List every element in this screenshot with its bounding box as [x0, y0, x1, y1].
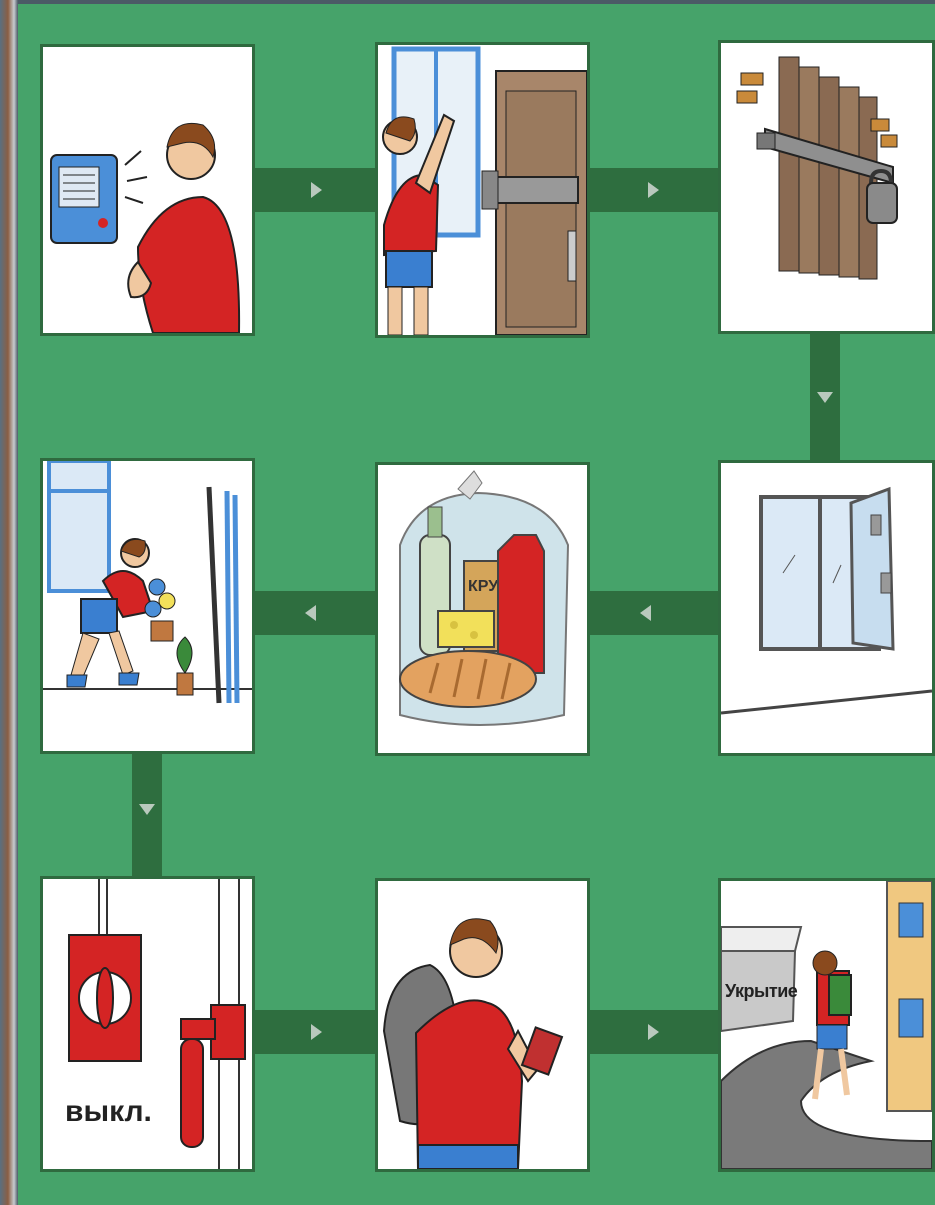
- arrow-down-icon: [139, 804, 155, 815]
- connector-6-7: [132, 752, 162, 877]
- panel-lock-boards: [718, 40, 935, 334]
- connector-4-5: [588, 591, 718, 635]
- arrow-right-icon: [311, 1024, 322, 1040]
- panel-close-door: [375, 42, 590, 338]
- panel-food-supplies: КРУ: [375, 462, 590, 756]
- panel-move-plants: [40, 458, 255, 754]
- connector-5-6: [253, 591, 378, 635]
- arrow-right-icon: [648, 1024, 659, 1040]
- arrow-left-icon: [305, 605, 316, 621]
- arrow-right-icon: [311, 182, 322, 198]
- switch-off-label: выкл.: [65, 1095, 152, 1129]
- panel-listen-alarm: [40, 44, 255, 336]
- food-bag-illustration: КРУ: [378, 465, 587, 753]
- shelter-illustration: [721, 881, 932, 1169]
- alarm-speaker-illustration: [43, 47, 252, 333]
- connector-8-9: [588, 1010, 718, 1054]
- panel-go-to-shelter: Укрытие: [718, 878, 935, 1172]
- connector-1-2: [253, 168, 378, 212]
- shelter-label: Укрытие: [725, 981, 797, 1002]
- evacuation-steps-board: КРУ: [18, 4, 935, 1205]
- panel-open-window: [718, 460, 935, 756]
- arrow-left-icon: [640, 605, 651, 621]
- connector-7-8: [253, 1010, 378, 1054]
- open-window-illustration: [721, 463, 932, 753]
- panel-switch-off: выкл.: [40, 876, 255, 1172]
- connector-3-4: [810, 332, 840, 462]
- arrow-down-icon: [817, 392, 833, 403]
- connector-2-3: [588, 168, 718, 212]
- panel-take-documents: [375, 878, 590, 1172]
- man-with-bag-illustration: [378, 881, 587, 1169]
- arrow-right-icon: [648, 182, 659, 198]
- padlock-boards-illustration: [721, 43, 932, 331]
- close-door-illustration: [378, 45, 587, 335]
- move-plants-illustration: [43, 461, 252, 751]
- bag-label: КРУ: [468, 578, 499, 595]
